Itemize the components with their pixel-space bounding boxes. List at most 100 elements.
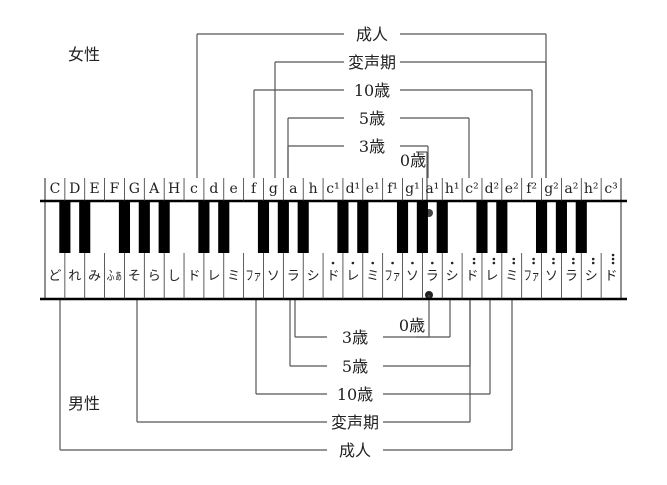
range-labels: CどDれEみFふぁGそAらHしcドdレeミfファgソaラhシc¹ドd¹レe¹ミf… bbox=[48, 25, 617, 460]
black-key bbox=[158, 201, 170, 253]
solfege-label: ラ bbox=[426, 269, 439, 284]
note-name-label: h¹ bbox=[445, 181, 460, 197]
female-range-label: 変声期 bbox=[348, 53, 396, 72]
octave-dot bbox=[472, 261, 476, 265]
octave-dot bbox=[492, 257, 496, 261]
octave-dot bbox=[431, 261, 434, 265]
black-key bbox=[297, 201, 309, 253]
note-name-label: c¹ bbox=[326, 181, 339, 197]
solfege-label: シ bbox=[446, 269, 459, 284]
solfege-label: シ bbox=[307, 269, 320, 284]
solfege-label: ソ bbox=[267, 269, 280, 284]
octave-dot bbox=[611, 257, 615, 261]
male-range-label-mask bbox=[327, 326, 383, 347]
solfege-label: ミ bbox=[366, 269, 379, 284]
note-name-label: A bbox=[148, 181, 160, 197]
solfege-label: ド bbox=[326, 269, 339, 284]
note-name-label: e bbox=[230, 181, 238, 197]
male-range-label-mask bbox=[327, 411, 383, 432]
solfege-label: れ bbox=[68, 269, 81, 284]
solfege-label: レ bbox=[207, 269, 220, 284]
note-name-label: a² bbox=[564, 181, 578, 197]
octave-dot bbox=[611, 261, 615, 265]
black-key bbox=[277, 201, 289, 253]
solfege-label: そ bbox=[128, 269, 141, 284]
octave-dot bbox=[532, 257, 535, 261]
male-heading: 男性 bbox=[68, 394, 100, 413]
black-key bbox=[476, 201, 488, 253]
octave-dot bbox=[572, 257, 575, 261]
solfege-label: ド bbox=[605, 269, 618, 284]
octave-dot bbox=[411, 261, 414, 265]
octave-dot bbox=[572, 261, 575, 265]
octave-dot bbox=[611, 253, 615, 257]
note-name-label: h² bbox=[584, 181, 599, 197]
solfege-label: ド bbox=[466, 269, 479, 284]
black-key bbox=[416, 201, 428, 253]
range-lines bbox=[59, 23, 547, 460]
solfege-label: シ bbox=[585, 269, 598, 284]
black-key bbox=[257, 201, 270, 253]
solfege-label: ふぁ bbox=[107, 269, 123, 284]
black-key bbox=[436, 201, 448, 253]
solfege-label: ら bbox=[148, 269, 161, 284]
octave-dot bbox=[391, 261, 394, 265]
solfege-label: ファ bbox=[385, 269, 401, 284]
female-range-label-mask bbox=[344, 51, 400, 72]
female-range-label: 成人 bbox=[356, 25, 388, 44]
female-range-label-mask bbox=[344, 107, 400, 128]
female-range-label-mask bbox=[344, 23, 400, 44]
male-range-label: 10歳 bbox=[337, 385, 373, 404]
black-key bbox=[496, 201, 508, 253]
female-heading: 女性 bbox=[68, 45, 100, 64]
note-name-label: e² bbox=[505, 181, 519, 197]
male-range-label: 変声期 bbox=[331, 413, 379, 432]
note-name-label: d bbox=[209, 181, 218, 197]
note-name-label: a¹ bbox=[425, 181, 439, 197]
solfege-label: ど bbox=[48, 269, 61, 284]
male-range-label-mask bbox=[327, 355, 383, 376]
note-name-label: f² bbox=[526, 181, 537, 197]
solfege-label: ミ bbox=[227, 269, 240, 284]
black-key bbox=[337, 201, 349, 253]
male-range-label: 成人 bbox=[339, 441, 371, 460]
male-range-label: 3歳 bbox=[342, 328, 368, 347]
note-name-label: g² bbox=[544, 181, 559, 197]
note-name-label: F bbox=[110, 181, 120, 197]
note-name-label: c bbox=[190, 181, 198, 197]
octave-dot bbox=[512, 257, 516, 261]
black-key bbox=[118, 201, 131, 253]
octave-dot bbox=[591, 257, 595, 261]
note-name-label: d¹ bbox=[346, 181, 361, 197]
piano-keyboard bbox=[40, 178, 627, 301]
octave-dot bbox=[371, 261, 375, 265]
octave-dot bbox=[351, 261, 355, 265]
black-key bbox=[357, 201, 369, 253]
black-key bbox=[79, 201, 91, 253]
note-name-label: h bbox=[309, 181, 318, 197]
note-name-label: d² bbox=[485, 181, 500, 197]
black-key bbox=[59, 201, 71, 253]
male-range-label-mask bbox=[327, 439, 383, 460]
octave-dot bbox=[472, 257, 476, 261]
octave-dot bbox=[450, 261, 454, 265]
note-name-label: g bbox=[269, 181, 278, 197]
black-key bbox=[575, 201, 587, 253]
black-key bbox=[396, 201, 409, 253]
solfege-label: ラ bbox=[287, 269, 300, 284]
solfege-label: ソ bbox=[545, 269, 558, 284]
octave-dot bbox=[512, 261, 516, 265]
solfege-label: ラ bbox=[565, 269, 578, 284]
octave-dot bbox=[331, 261, 335, 265]
solfege-label: ミ bbox=[505, 269, 518, 284]
note-name-label: c² bbox=[465, 181, 478, 197]
male-range-label-mask bbox=[327, 383, 383, 404]
female-range-label: 10歳 bbox=[354, 81, 390, 100]
note-name-label: a bbox=[289, 181, 297, 197]
solfege-label: ファ bbox=[524, 269, 540, 284]
octave-dot bbox=[532, 261, 535, 265]
black-key bbox=[218, 201, 230, 253]
note-name-label: G bbox=[129, 181, 140, 197]
black-key bbox=[535, 201, 548, 253]
